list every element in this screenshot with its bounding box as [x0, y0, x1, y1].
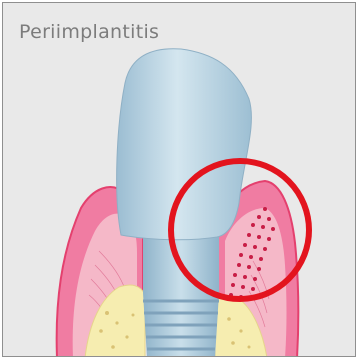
- crown: [117, 49, 252, 240]
- implant-illustration: [3, 3, 356, 357]
- implant-body: [143, 233, 219, 357]
- illustration-frame: Periimplantitis: [2, 2, 356, 357]
